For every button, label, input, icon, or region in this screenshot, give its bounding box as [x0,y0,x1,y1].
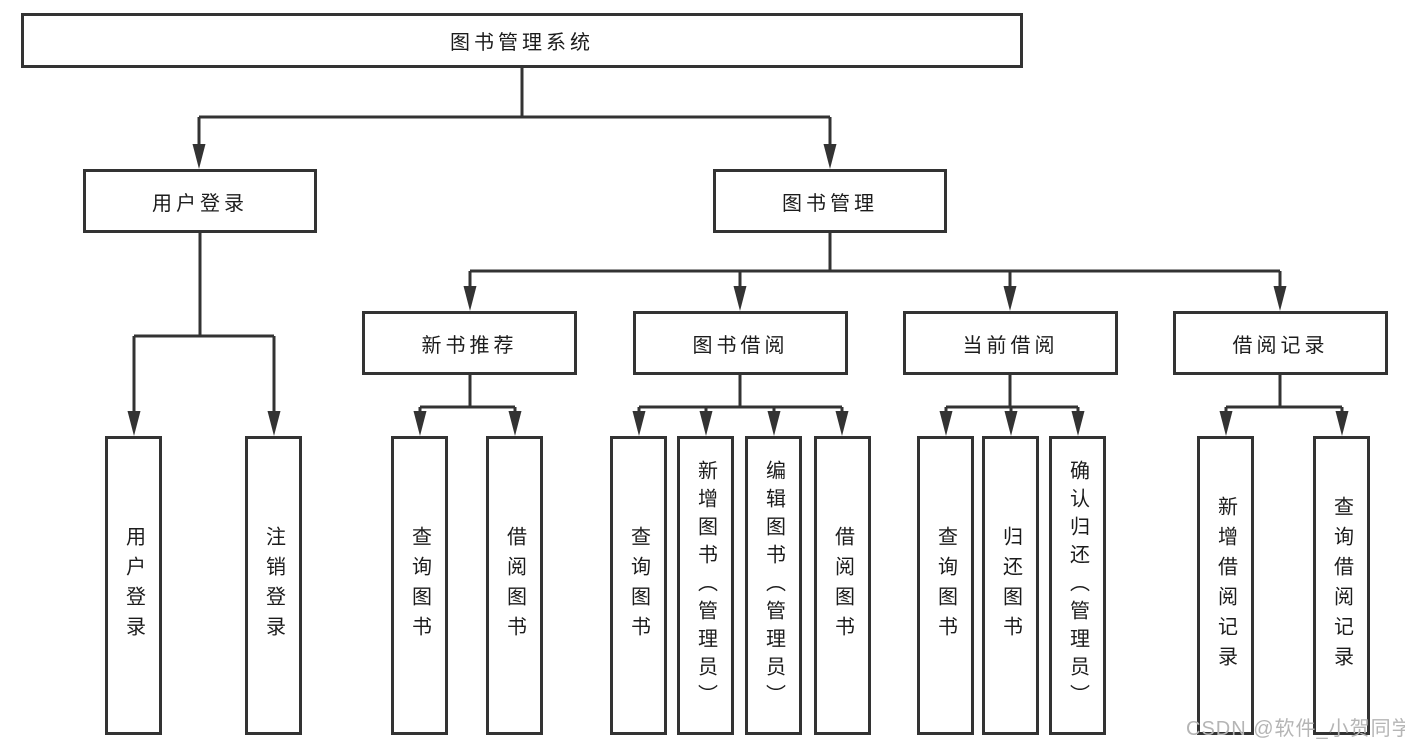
node-label: 当前借阅 [962,334,1059,357]
leaf-label: 确认归还（管理员） [1066,459,1089,712]
leaf-query-borrow-record: 查询借阅记录 [1313,436,1370,735]
leaf-borrow-books-recommend: 借阅图书 [486,436,543,735]
leaf-query-books-recommend: 查询图书 [391,436,448,735]
leaf-query-books-borrow: 查询图书 [610,436,667,735]
node-new-book-recommendation: 新书推荐 [362,311,577,375]
leaf-logout: 注销登录 [245,436,302,735]
node-borrowing-records: 借阅记录 [1173,311,1388,375]
connector-records-to-leaves [1224,375,1344,413]
leaf-label: 查询图书 [934,525,957,646]
leaf-user-login: 用户登录 [105,436,162,735]
leaf-label: 借阅图书 [831,525,854,646]
leaf-label: 新增图书（管理员） [694,459,717,712]
leaf-label: 查询图书 [408,525,431,646]
leaf-label: 新增借阅记录 [1214,495,1237,676]
leaf-label: 查询图书 [627,525,650,646]
leaf-edit-books-admin: 编辑图书（管理员） [745,436,802,735]
leaf-confirm-return-admin: 确认归还（管理员） [1049,436,1106,735]
leaf-return-books: 归还图书 [982,436,1039,735]
node-label: 图书管理系统 [450,32,594,54]
leaf-borrow-books: 借阅图书 [814,436,871,735]
leaf-label: 注销登录 [262,525,285,646]
node-book-borrowing: 图书借阅 [633,311,848,375]
connector-root-to-level2 [197,68,832,145]
connector-borrow-to-leaves [637,375,844,413]
connector-newrec-to-leaves [418,375,517,413]
leaf-label: 归还图书 [999,525,1022,646]
watermark: CSDN @软件_小贺同学 [1186,718,1405,740]
node-library-management-system: 图书管理系统 [21,13,1023,68]
leaf-label: 用户登录 [122,525,145,646]
node-label: 用户登录 [152,192,248,215]
node-book-management: 图书管理 [713,169,947,233]
leaf-label: 借阅图书 [503,525,526,646]
node-label: 借阅记录 [1232,334,1329,357]
leaf-add-borrow-record: 新增借阅记录 [1197,436,1254,735]
leaf-query-books-current: 查询图书 [917,436,974,735]
leaf-label: 编辑图书（管理员） [762,459,785,712]
connector-login-to-leaves [132,233,276,413]
connector-mgmt-to-level3 [468,233,1282,287]
node-user-login: 用户登录 [83,169,317,233]
leaf-add-books-admin: 新增图书（管理员） [677,436,734,735]
arrowheads [127,144,1349,436]
node-label: 图书借阅 [692,334,789,357]
node-current-borrowing: 当前借阅 [903,311,1118,375]
node-label: 图书管理 [782,192,878,215]
node-label: 新书推荐 [421,334,518,357]
connector-current-to-leaves [944,375,1080,413]
leaf-label: 查询借阅记录 [1330,495,1353,676]
